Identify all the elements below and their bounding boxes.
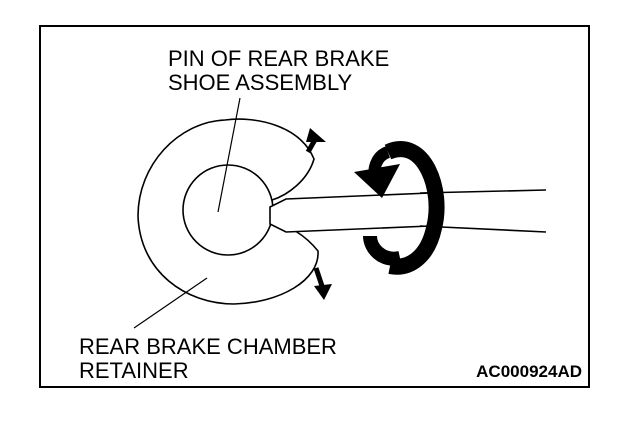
- screwdriver-tip: [269, 192, 431, 233]
- retainer-leader-line: [133, 277, 208, 329]
- pin-leader-line: [217, 97, 241, 213]
- brake-shoe-pin: [182, 164, 274, 256]
- pin-label-line-1: PIN OF REAR BRAKE: [168, 46, 389, 71]
- up-arrow-icon: [305, 128, 326, 154]
- down-arrow-icon: [313, 267, 332, 300]
- retainer-label-line-1: REAR BRAKE CHAMBER: [79, 334, 337, 359]
- curved-rotation-arrow-icon: [354, 141, 445, 275]
- figure-code: AC000924AD: [476, 362, 582, 381]
- pin-label-line-2: SHOE ASSEMBLY: [168, 70, 353, 95]
- figure-frame: [39, 25, 590, 388]
- retainer-label-line-2: RETAINER: [79, 358, 189, 383]
